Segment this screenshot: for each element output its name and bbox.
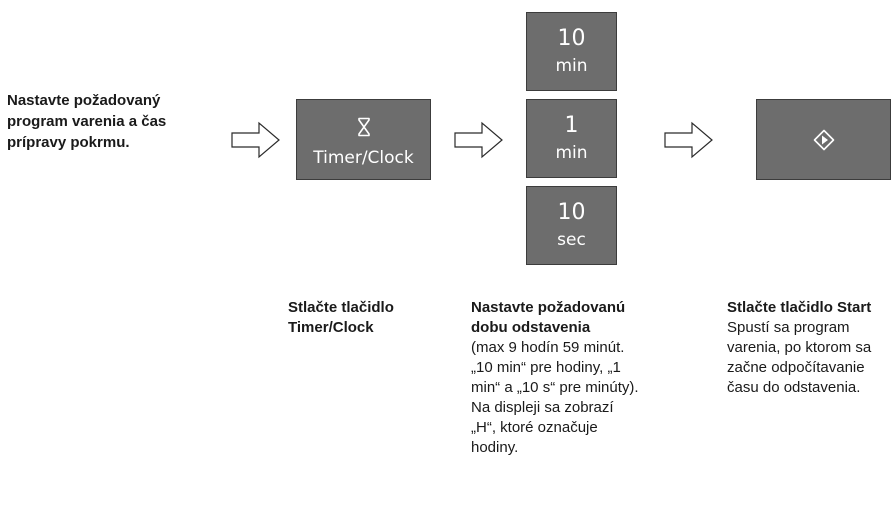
step-3-caption: Stlačte tlačidlo Start Spustí sa program… bbox=[727, 298, 887, 398]
one-min-button[interactable]: 1 min bbox=[526, 99, 617, 178]
one-min-value: 1 bbox=[564, 113, 579, 138]
hourglass-icon bbox=[297, 117, 430, 139]
step-2-body: (max 9 hodín 59 minút. „10 min“ pre hodi… bbox=[471, 339, 639, 456]
step-3-title: Stlačte tlačidlo Start bbox=[727, 299, 872, 316]
start-diamond-icon bbox=[813, 129, 835, 151]
timer-clock-label: Timer/Clock bbox=[313, 148, 414, 168]
start-button[interactable] bbox=[756, 99, 891, 180]
step-1-title: Stlačte tlačidlo Timer/Clock bbox=[288, 299, 394, 336]
step-3-body: Spustí sa program varenia, po ktorom sa … bbox=[727, 319, 872, 396]
step-2-title: Nastavte požadovanú dobu odstavenia bbox=[471, 299, 626, 336]
ten-min-value: 10 bbox=[557, 26, 586, 51]
ten-min-unit: min bbox=[555, 56, 588, 76]
timer-clock-button[interactable]: Timer/Clock bbox=[296, 99, 431, 180]
arrow-right-icon bbox=[454, 121, 503, 159]
ten-sec-unit: sec bbox=[557, 230, 586, 250]
step-2-caption: Nastavte požadovanú dobu odstavenia (max… bbox=[471, 298, 641, 458]
arrow-right-icon bbox=[664, 121, 713, 159]
arrow-right-icon bbox=[231, 121, 280, 159]
step-1-caption: Stlačte tlačidlo Timer/Clock bbox=[288, 298, 438, 338]
intro-text: Nastavte požadovaný program varenia a ča… bbox=[7, 92, 167, 151]
ten-sec-value: 10 bbox=[557, 200, 586, 225]
ten-sec-button[interactable]: 10 sec bbox=[526, 186, 617, 265]
ten-min-button[interactable]: 10 min bbox=[526, 12, 617, 91]
one-min-unit: min bbox=[555, 143, 588, 163]
